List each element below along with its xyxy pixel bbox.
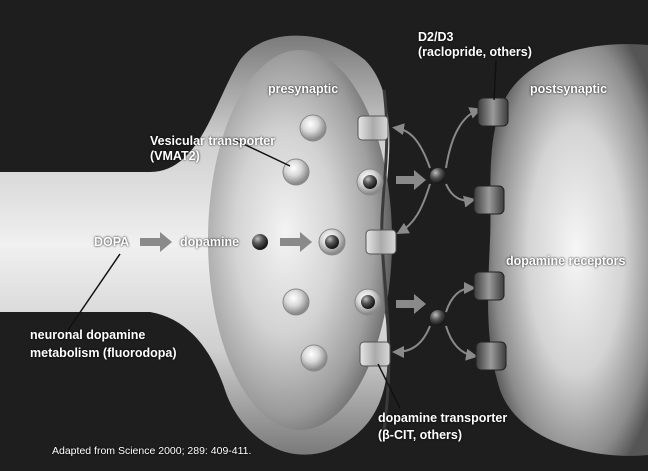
molecule	[361, 295, 375, 309]
metabolism-line1: neuronal dopamine	[30, 326, 177, 344]
transporter-label: dopamine transporter (β-CIT, others)	[378, 410, 507, 444]
metabolism-label: neuronal dopamine metabolism (fluorodopa…	[30, 326, 177, 362]
vesicle	[301, 345, 327, 371]
vesicle	[283, 289, 309, 315]
arrow-release-upper	[396, 170, 426, 190]
arrow-release-lower	[396, 294, 426, 314]
postsynaptic-label: postsynaptic	[530, 82, 607, 97]
dopamine-molecule	[430, 168, 446, 184]
vesicle	[283, 159, 309, 185]
d2d3-label: D2/D3 (raclopride, others)	[418, 30, 532, 60]
transporter	[366, 230, 396, 254]
postsynaptic-neuron	[488, 44, 648, 456]
receptor	[478, 98, 508, 126]
transporter-line1: dopamine transporter	[378, 410, 507, 427]
molecule	[363, 175, 377, 189]
vmat-label: Vesicular transporter (VMAT2)	[150, 134, 275, 164]
d2d3-line2: (raclopride, others)	[418, 45, 532, 60]
transporter	[358, 116, 388, 140]
d2d3-line1: D2/D3	[418, 30, 532, 45]
dopa-label: DOPA	[94, 235, 129, 250]
vesicle	[300, 115, 326, 141]
molecule	[325, 235, 339, 249]
dopamine-molecule	[430, 310, 446, 326]
receptor	[474, 272, 504, 300]
dopamine-molecule	[252, 234, 268, 250]
presynaptic-label: presynaptic	[268, 82, 338, 97]
vmat-line2: (VMAT2)	[150, 149, 275, 164]
dopamine-receptors-label: dopamine receptors	[506, 254, 625, 269]
cleft-dopamine	[396, 110, 478, 356]
credit-text: Adapted from Science 2000; 289: 409-411.	[52, 444, 251, 459]
transporter-line2: (β-CIT, others)	[378, 427, 507, 444]
vmat-line1: Vesicular transporter	[150, 134, 275, 149]
dopamine-label: dopamine	[180, 235, 239, 250]
receptor	[476, 342, 506, 370]
transporter	[360, 342, 390, 366]
receptor	[474, 186, 504, 214]
metabolism-line2: metabolism (fluorodopa)	[30, 344, 177, 362]
